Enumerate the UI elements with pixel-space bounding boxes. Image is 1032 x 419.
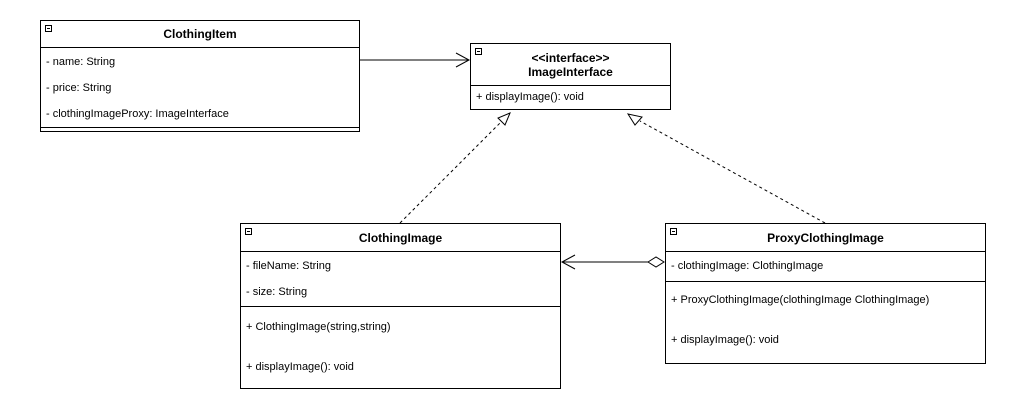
aggregation-arrowhead — [560, 254, 576, 270]
class-name: ImageInterface — [528, 65, 613, 79]
method-row: + displayImage(): void — [476, 91, 584, 103]
interface-header: <<interface>> ImageInterface — [471, 44, 670, 86]
class-name: ProxyClothingImage — [666, 224, 985, 252]
class-name: ClothingItem — [41, 21, 359, 48]
class-image-interface[interactable]: <<interface>> ImageInterface + displayIm… — [470, 43, 671, 110]
methods-section: + displayImage(): void — [471, 86, 670, 109]
realization-line-proxy[interactable] — [639, 120, 826, 224]
methods-section: + ProxyClothingImage(clothingImage Cloth… — [666, 282, 985, 363]
attribute-row: - fileName: String — [246, 260, 331, 272]
method-row: + ClothingImage(string,string) — [246, 321, 391, 333]
stereotype-label: <<interface>> — [531, 51, 610, 65]
collapse-icon[interactable] — [245, 228, 252, 235]
collapse-icon[interactable] — [670, 228, 677, 235]
aggregation-diamond — [647, 256, 665, 268]
collapse-icon[interactable] — [475, 48, 482, 55]
collapse-icon[interactable] — [45, 25, 52, 32]
realization-arrowhead-proxy — [626, 113, 643, 126]
realization-arrowhead-clothing-image — [497, 112, 511, 126]
method-row: + ProxyClothingImage(clothingImage Cloth… — [671, 294, 930, 306]
class-proxy-clothing-image[interactable]: ProxyClothingImage - clothingImage: Clot… — [665, 223, 986, 364]
class-clothing-item[interactable]: ClothingItem - name: String - price: Str… — [40, 20, 360, 132]
method-row: + displayImage(): void — [671, 334, 779, 346]
methods-section — [41, 128, 359, 131]
attribute-row: - clothingImageProxy: ImageInterface — [46, 108, 229, 120]
class-name: ClothingImage — [241, 224, 560, 252]
attribute-row: - clothingImage: ClothingImage — [671, 260, 824, 272]
attributes-section: - clothingImage: ClothingImage — [666, 252, 985, 282]
attribute-row: - size: String — [246, 286, 308, 298]
method-row: + displayImage(): void — [246, 361, 354, 373]
attribute-row: - price: String — [46, 82, 112, 94]
attribute-row: - name: String — [46, 56, 116, 68]
methods-section: + ClothingImage(string,string) + display… — [241, 307, 560, 388]
attributes-section: - name: String - price: String - clothin… — [41, 48, 359, 128]
class-clothing-image[interactable]: ClothingImage - fileName: String - size:… — [240, 223, 561, 389]
association-arrowhead — [455, 52, 471, 68]
attributes-section: - fileName: String - size: String — [241, 252, 560, 307]
realization-line-clothing-image[interactable] — [399, 120, 503, 224]
